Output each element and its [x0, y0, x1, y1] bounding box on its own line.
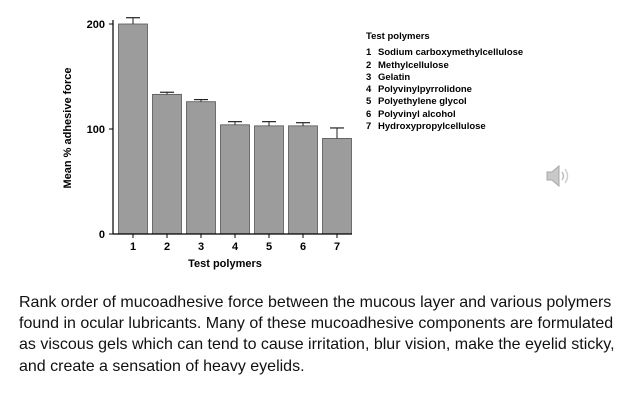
error-bars-group — [126, 17, 344, 139]
legend-item-number: 1 — [366, 47, 372, 59]
x-tick-label-3: 3 — [198, 241, 204, 253]
axes-group — [109, 20, 352, 238]
legend-item-number: 5 — [366, 96, 372, 108]
bar-5 — [254, 125, 284, 235]
legend-item-label: Methylcellulose — [378, 59, 449, 71]
legend-item-3: 3 Gelatin — [366, 72, 523, 84]
x-tick-label-1: 1 — [130, 241, 136, 253]
bar-chart: 0 100 200 1 2 3 4 5 6 7 Test polymers Mean % adh… — [62, 17, 352, 270]
legend-item-5: 5 Polyethylene glycol — [366, 96, 523, 108]
legend-item-label: Polyethylene glycol — [378, 96, 467, 108]
bar-1 — [118, 23, 148, 235]
legend-item-1: 1 Sodium carboxymethylcellulose — [366, 47, 523, 59]
x-tick-label-4: 4 — [232, 241, 239, 253]
chart-legend: Test polymers 1 Sodium carboxymethylcellu… — [366, 31, 523, 133]
y-tick-label-100: 100 — [87, 124, 105, 136]
x-tick-labels: 1 2 3 4 5 6 7 — [130, 241, 340, 253]
legend-item-6: 6 Polyvinyl alcohol — [366, 109, 523, 121]
legend-item-number: 7 — [366, 121, 372, 133]
bar-7 — [322, 138, 352, 235]
legend-item-label: Polyvinylpyrrolidone — [378, 84, 472, 96]
speaker-icon[interactable] — [544, 161, 574, 196]
legend-item-2: 2 Methylcellulose — [366, 60, 523, 72]
legend-item-label: Sodium carboxymethylcellulose — [378, 47, 524, 59]
legend-item-number: 2 — [366, 59, 372, 71]
x-tick-label-7: 7 — [334, 241, 340, 253]
legend-item-label: Hydroxypropylcellulose — [378, 121, 486, 133]
legend-item-7: 7 Hydroxypropylcellulose — [366, 121, 523, 133]
bar-6 — [288, 125, 318, 235]
y-axis-label: Mean % adhesive force — [62, 67, 74, 188]
bar-4 — [220, 124, 250, 235]
bar-3 — [186, 101, 216, 235]
x-tick-label-6: 6 — [300, 241, 306, 253]
legend-item-number: 3 — [366, 71, 372, 83]
x-tick-label-2: 2 — [164, 241, 170, 253]
legend-item-4: 4 Polyvinylpyrrolidone — [366, 84, 523, 96]
legend-item-label: Gelatin — [378, 71, 411, 83]
legend-item-number: 6 — [366, 108, 372, 120]
figure-caption: Rank order of mucoadhesive force between… — [19, 294, 615, 375]
speaker-icon-graphic — [546, 164, 569, 188]
legend-title: Test polymers — [366, 31, 430, 42]
bars-group — [118, 23, 352, 235]
y-tick-label-200: 200 — [87, 19, 105, 31]
bar-2 — [152, 93, 182, 235]
legend-item-label: Polyvinyl alcohol — [378, 108, 456, 120]
x-tick-label-5: 5 — [266, 241, 272, 253]
y-tick-label-0: 0 — [99, 229, 105, 241]
x-axis-label: Test polymers — [188, 258, 262, 270]
legend-item-number: 4 — [366, 84, 372, 96]
legend-items: 1 Sodium carboxymethylcellulose 2 Methylcel… — [366, 47, 523, 133]
y-tick-labels: 0 100 200 — [87, 19, 105, 241]
